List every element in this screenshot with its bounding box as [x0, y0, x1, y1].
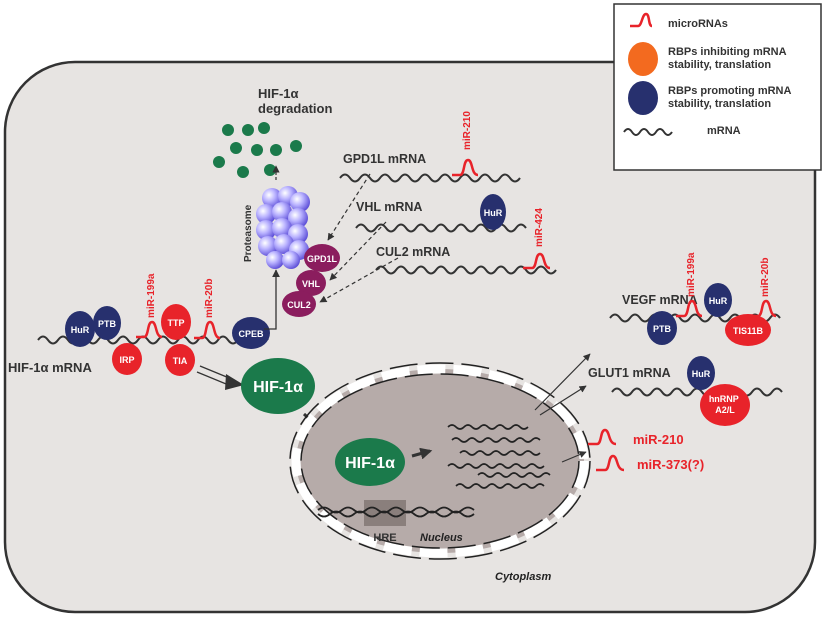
legend-promoting-icon: [628, 81, 658, 115]
translation-arrow-head: [225, 374, 244, 390]
legend-inhibiting-line-1: RBPs inhibiting mRNA: [668, 46, 787, 58]
mrna-to-proteasome-arrow: [264, 269, 280, 330]
nucleus-inner-outline: [300, 373, 580, 549]
proteasome-label: Proteasome: [243, 204, 254, 262]
export-arrow-mirna: [561, 451, 587, 463]
vegf-tis11b-protein: [725, 314, 771, 346]
legend-promoting-line-1: RBPs promoting mRNA: [668, 85, 792, 97]
translation-arrow-b: [196, 371, 232, 387]
gpd1l-dashed-arrow: [327, 173, 371, 241]
output-microrna-a-icon: [588, 428, 617, 446]
output-microrna-b-icon: [596, 454, 625, 472]
dna-strand-a: [317, 506, 475, 514]
glut1-hur-protein: [687, 356, 715, 390]
legend-promoting-label: RBPs promoting mRNA stability, translati…: [668, 85, 794, 110]
hif-cytoplasm-label: HIF-1α: [253, 379, 303, 396]
gpd1l-protein-label: GPD1L: [307, 254, 338, 264]
glut1-hnrnp-label: hnRNP A2/L: [709, 394, 741, 415]
cul2-protein: [282, 291, 316, 317]
transcripts: [447, 424, 551, 489]
vegf-hur-label: HuR: [709, 296, 728, 306]
vegf-microrna-b-label: miR-20b: [760, 258, 771, 297]
vhl-hur-protein: [480, 194, 506, 230]
hif-mrna-irp-protein: [112, 343, 142, 375]
legend-promoting-line-2: stability, translation: [668, 98, 771, 110]
degradation-label-line-1: HIF-1α: [258, 86, 299, 101]
glut1-hnrnp-protein: [700, 384, 750, 426]
cul2-dashed-arrow: [319, 257, 399, 303]
legend: microRNAs RBPs inhibiting mRNA stability…: [613, 3, 822, 171]
hif-transcription-arrow: [411, 447, 433, 460]
cul2-microrna-icon: [523, 252, 551, 270]
vhl-mrna-label: VHL mRNA: [356, 200, 422, 214]
vhl-protein-label: VHL: [302, 279, 321, 289]
hif-mrna-microrna-b-icon: [194, 320, 221, 340]
cul2-protein-label: CUL2: [287, 300, 311, 310]
hif-mrna-ttp-protein: [161, 304, 191, 340]
vegf-tis11b-label: TIS11B: [733, 326, 764, 336]
export-arrow-vegf: [534, 353, 591, 411]
gpd1l-protein: [304, 244, 340, 272]
vegf-ptb-label: PTB: [653, 324, 672, 334]
hre-label: HRE: [373, 532, 396, 544]
vhl-protein: [296, 270, 326, 296]
output-microrna-a-label: miR-210: [633, 432, 684, 447]
vegf-ptb-protein: [647, 311, 677, 345]
proteasome: [256, 186, 310, 269]
gpd1l-mrna-label: GPD1L mRNA: [343, 152, 426, 166]
legend-microrna-label: microRNAs: [668, 18, 728, 30]
hif-nucleus-label: HIF-1α: [345, 455, 395, 472]
ligase-complex: GPD1L VHL CUL2: [282, 244, 340, 317]
output-microrna-b-label: miR-373(?): [637, 457, 704, 472]
cell-body: [3, 60, 817, 614]
hif-mrna-microrna-a-icon: [136, 320, 163, 339]
hif-mrna-ttp-label: TTP: [168, 318, 185, 328]
export-arrow-glut1: [539, 385, 587, 416]
cytoplasm-label: Cytoplasm: [495, 571, 551, 583]
degradation-label: HIF-1α degradation: [258, 86, 332, 116]
cul2-mrna-label: CUL2 mRNA: [376, 245, 450, 259]
hif-mrna-cpeb-label: CPEB: [238, 329, 264, 339]
hif-mrna-tia-label: TIA: [173, 356, 188, 366]
glut1-hur-label: HuR: [692, 369, 711, 379]
legend-mrna-icon: [623, 128, 673, 136]
vegf-microrna-b-icon: [750, 299, 777, 318]
cul2-mrna-strand: [375, 265, 557, 275]
glut1-hnrnp-line-2: A2/L: [715, 405, 735, 415]
vhl-hur-label: HuR: [484, 208, 503, 218]
gpd1l-microrna-label: miR-210: [462, 111, 473, 150]
hif-mrna-hur-label: HuR: [71, 325, 90, 335]
vegf-microrna-a-icon: [676, 299, 703, 318]
vegf-mrna-label: VEGF mRNA: [622, 293, 698, 307]
hif-mrna-microrna-a-label: miR-199a: [146, 273, 157, 318]
hif-mrna-label: HIF-1α mRNA: [8, 360, 92, 375]
hif-nucleus-protein: [335, 438, 405, 486]
glut1-hnrnp-line-1: hnRNP: [709, 394, 739, 404]
vegf-hur-protein: [704, 283, 732, 317]
degradation-dots: [213, 122, 302, 178]
gpd1l-microrna-icon: [452, 158, 479, 177]
hif-mrna-ptb-label: PTB: [98, 319, 117, 329]
hif-mrna-ptb-protein: [93, 306, 121, 340]
degradation-label-line-2: degradation: [258, 101, 332, 116]
hif-mrna-tia-protein: [165, 344, 195, 376]
hif-cytoplasm-protein: [241, 358, 315, 414]
legend-mrna-label: mRNA: [707, 125, 741, 137]
legend-inhibiting-line-2: stability, translation: [668, 59, 771, 71]
hif-mrna-irp-label: IRP: [119, 355, 134, 365]
hif-mrna-hur-protein: [65, 311, 95, 347]
legend-inhibiting-icon: [628, 42, 658, 76]
nucleus-label: Nucleus: [420, 532, 463, 544]
glut1-mrna-label: GLUT1 mRNA: [588, 366, 671, 380]
gpd1l-mrna-strand: [339, 173, 521, 183]
legend-microrna-icon: [630, 12, 653, 28]
dna-strand-b: [317, 510, 475, 518]
hif-mrna-microrna-b-label: miR-20b: [204, 279, 215, 318]
vegf-microrna-a-label: miR-199a: [686, 252, 697, 297]
hif-mrna-cpeb-protein: [232, 317, 270, 349]
nucleus-outline: [289, 362, 591, 560]
legend-inhibiting-label: RBPs inhibiting mRNA stability, translat…: [668, 46, 789, 71]
cul2-microrna-label: miR-424: [534, 208, 545, 247]
